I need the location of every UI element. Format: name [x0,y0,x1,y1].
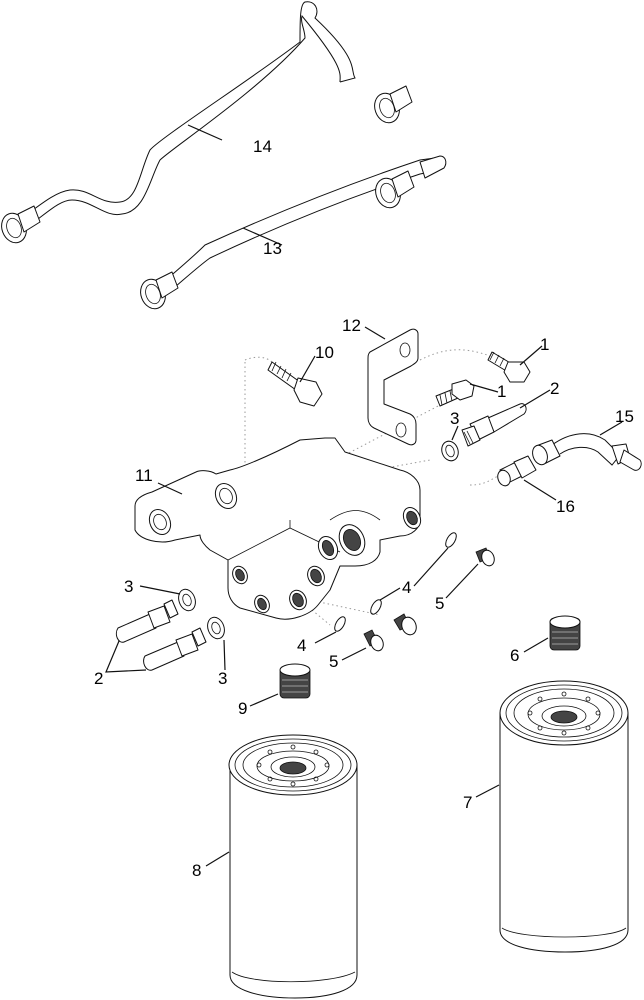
o-ring-middle [370,587,401,615]
leader-line [223,639,226,671]
callout-15: 15 [615,407,634,426]
assembly-line [469,474,501,486]
mounting-bracket [364,326,419,446]
leader-line [379,587,401,601]
fuel-line-short [140,155,447,310]
assembly-line [309,599,381,616]
assembly-line [419,349,491,361]
nipple-right [523,615,581,653]
callout-12: 12 [342,316,361,335]
callout-13: 13 [263,239,282,258]
leader-line [299,355,316,383]
leader-line [242,227,283,246]
plug-upper [445,547,495,599]
callout-4-upper: 4 [402,578,411,597]
assembly-line [311,609,331,626]
fittings-left [105,599,207,673]
washer-left-upper [139,585,196,612]
washer-right [441,425,459,462]
o-ring-lower [314,616,346,644]
nipple-left [249,663,311,707]
callout-8: 8 [192,861,201,880]
filter-head [134,437,422,620]
plug-middle [393,613,417,636]
filter-element-left [205,734,358,999]
callout-1-upper: 1 [540,335,549,354]
leader-line [364,326,386,340]
o-ring-upper [413,532,457,587]
leader-line [475,784,500,798]
leader-line [523,637,549,653]
washer-left-lower [207,616,226,671]
leader-line [445,563,479,599]
callout-6: 6 [510,646,519,665]
leader-line [187,124,223,141]
callout-7: 7 [463,793,472,812]
callout-4-lower: 4 [297,636,306,655]
leader-line [599,421,623,436]
flange-bolt [267,355,323,407]
leader-line [413,547,449,587]
leader-line [139,585,181,595]
callout-11: 11 [135,466,153,485]
bracket-bolt-upper [487,345,543,383]
fitting-end [1,205,41,244]
leader-line [469,383,499,393]
leader-line [451,425,459,441]
leader-line [519,345,543,366]
callout-5-lower: 5 [329,652,338,671]
assembly-line [244,356,273,480]
leader-line [341,647,367,661]
elbow-fitting [532,421,642,471]
callout-5-upper: 5 [435,594,444,613]
callout-2-left: 2 [94,669,103,688]
leader-line [314,631,337,644]
callout-3-left-lower: 3 [218,669,227,688]
callout-3-right: 3 [450,409,459,428]
callout-2-right: 2 [550,379,559,398]
leader-line [249,693,279,707]
callout-16: 16 [556,497,575,516]
callout-9: 9 [238,699,247,718]
fitting-end [374,85,413,124]
callout-10: 10 [315,343,334,362]
leader-line [519,389,551,409]
leader-line [157,482,183,495]
leader-line [523,479,557,501]
fitting-right [461,389,551,447]
adapter-fitting [497,455,557,501]
callout-1-lower: 1 [497,382,506,401]
leader-line [205,851,230,867]
fuel-line-long [1,1,413,244]
fitting-end [140,271,179,310]
plug-lower [341,629,384,661]
bracket-bolt-lower [435,379,499,407]
callout-14: 14 [253,137,272,156]
callout-3-left-upper: 3 [124,577,133,596]
leader-line [105,640,147,673]
fitting-end [375,170,415,209]
filter-element-right [475,680,629,953]
